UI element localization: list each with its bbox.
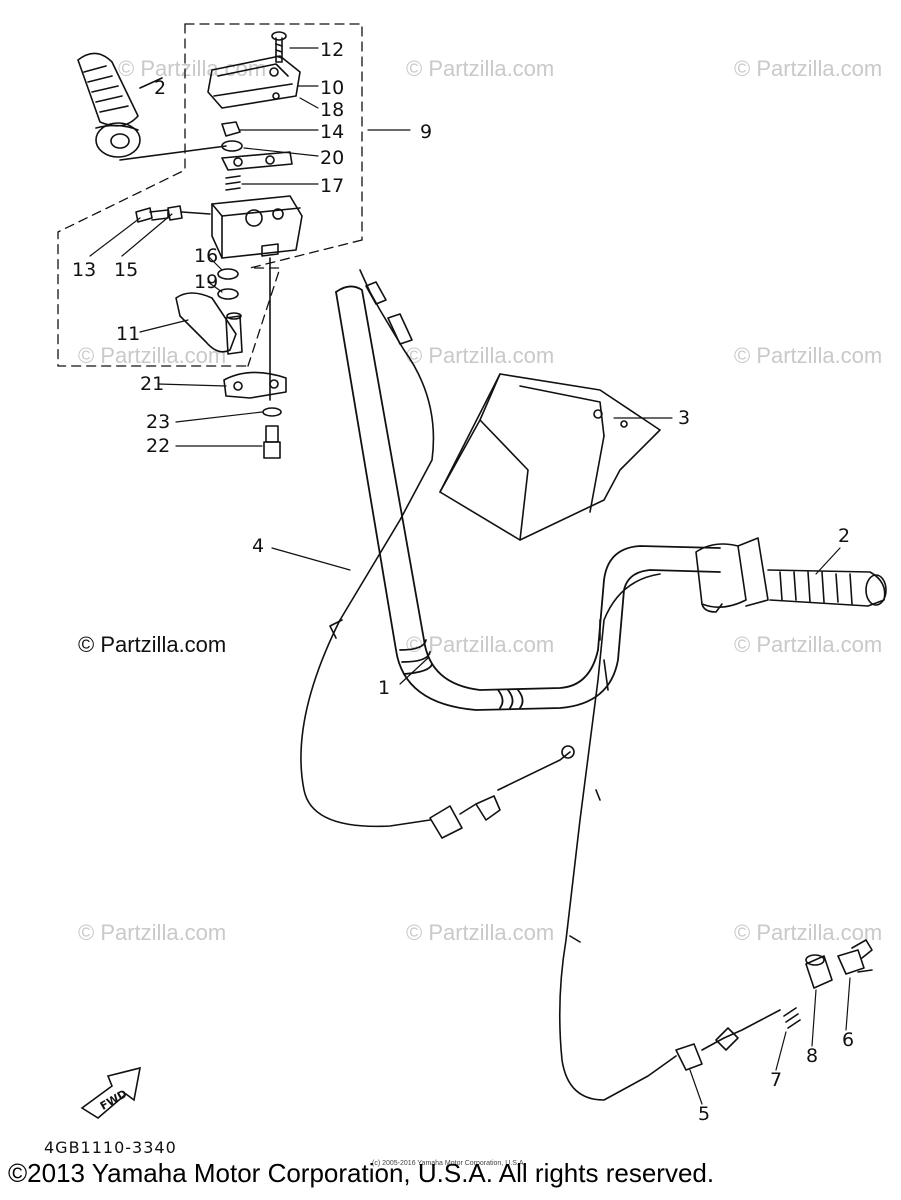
watermark-top-center: © Partzilla.com [406,56,555,81]
copyright-main: ©2013 Yamaha Motor Corporation, U.S.A. A… [8,1158,715,1188]
wing-nut-6 [837,939,873,975]
callout-4: 4 [252,535,264,557]
watermark-row3-right: © Partzilla.com [734,632,883,657]
callout-3: 3 [678,407,690,429]
throttle-lever [175,292,243,355]
nut-14 [221,121,241,137]
callout-18: 18 [320,99,344,121]
nut-15 [167,205,183,221]
watermark-low-center: © Partzilla.com [406,920,555,945]
callout-6: 6 [842,1029,854,1051]
watermark-top-right: © Partzilla.com [734,56,883,81]
callout-15: 15 [114,259,138,281]
callout-22: 22 [146,435,170,457]
callout-9: 9 [420,121,432,143]
callout-7: 7 [770,1069,782,1091]
washer-19 [217,288,239,300]
watermark-mid-left: © Partzilla.com [78,343,227,368]
throttle-cable [300,269,575,839]
washer-20 [221,140,243,152]
watermark-mid-center: © Partzilla.com [406,343,555,368]
watermark-mid-right: © Partzilla.com [734,343,883,368]
left-grip [77,52,141,158]
watermark-top-left: © Partzilla.com [118,56,267,81]
brake-cable [558,573,781,1101]
switch-body [211,195,303,259]
callout-5: 5 [698,1103,710,1125]
callout-10: 10 [320,77,344,99]
callout-20: 20 [320,147,344,169]
callout-21: 21 [140,373,164,395]
handlebar [335,285,721,711]
spring-7 [783,1007,801,1029]
callout-8: 8 [806,1045,818,1067]
screw-13 [135,207,169,223]
callout-14: 14 [320,121,344,143]
watermark-low-left: © Partzilla.com [78,920,227,945]
switch-cover [207,55,301,109]
callout-19: 19 [194,271,218,293]
washer-23 [262,407,282,417]
callout-17: 17 [320,175,344,197]
handlebar-cover [439,373,661,541]
screw-12 [271,31,287,63]
watermark-low-right: © Partzilla.com [734,920,883,945]
bolt-22 [263,425,281,459]
spring-17 [225,175,241,191]
callout-23: 23 [146,411,170,433]
fwd-arrow-icon: FWD [80,1066,142,1119]
switch-assembly-dashed-outline [57,23,363,367]
plate [221,151,293,171]
callout-16: 16 [194,245,218,267]
right-grip [695,537,887,613]
adjuster-8 [805,954,833,989]
callout-2-right: 2 [838,525,850,547]
copyright-small: (c) 2005-2016 Yamaha Motor Corporation, … [372,1160,526,1167]
callout-11: 11 [116,323,140,345]
callout-2-left: 2 [154,77,166,99]
callout-13: 13 [72,259,96,281]
leader-lines [89,47,851,1105]
clamp-21 [223,371,287,399]
part-code: 4GB1110-3340 [44,1138,177,1157]
watermark-prominent: © Partzilla.com [78,632,227,657]
callout-12: 12 [320,39,344,61]
callout-numbers: 12 10 18 14 20 17 9 2 13 15 16 19 11 21 … [72,39,854,1125]
callout-1: 1 [378,677,390,699]
washer-16 [217,268,239,280]
